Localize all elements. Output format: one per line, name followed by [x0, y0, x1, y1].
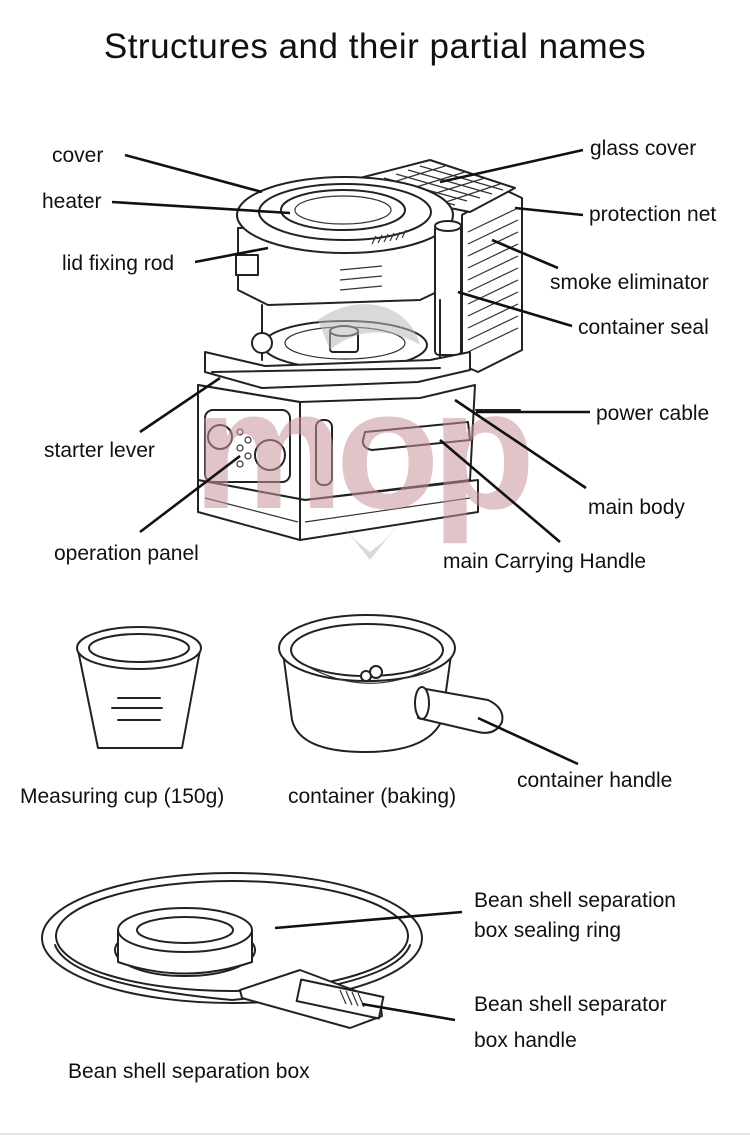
smoke-eliminator-drawing [461, 189, 523, 373]
label-heater: heater [42, 190, 102, 213]
measuring-cup-illustration [76, 626, 202, 749]
label-separator-handle-line1: Bean shell separator [474, 993, 667, 1016]
label-power-cable: power cable [596, 402, 709, 425]
container-illustration [278, 614, 579, 766]
label-container-seal: container seal [578, 316, 709, 339]
leader-separator-handle [361, 1002, 456, 1022]
label-cover: cover [52, 144, 103, 167]
label-separator-handle-line2: box handle [474, 1029, 577, 1052]
label-main-body: main body [588, 496, 685, 519]
watermark: mop [193, 304, 537, 560]
bean-shell-separation-box-illustration [41, 872, 423, 1029]
roaster-machine-illustration [197, 159, 523, 541]
carrying-handle-drawing [361, 421, 471, 451]
leader-sealing-ring [274, 910, 463, 930]
glass-cover-disc [280, 189, 406, 231]
label-container-baking: container (baking) [288, 785, 456, 808]
label-smoke-eliminator: smoke eliminator [550, 271, 709, 294]
svg-text:mop: mop [193, 355, 529, 545]
label-measuring-cup: Measuring cup (150g) [20, 785, 224, 808]
operation-panel-drawing [204, 409, 291, 483]
label-protection-net: protection net [589, 203, 716, 226]
label-glass-cover: glass cover [590, 137, 696, 160]
leader-lines [111, 148, 590, 543]
label-sealing-ring-line2: box sealing ring [474, 919, 621, 942]
label-main-carrying-handle: main Carrying Handle [443, 550, 646, 573]
label-lid-fixing-rod: lid fixing rod [62, 252, 174, 275]
label-container-handle: container handle [517, 769, 672, 792]
label-separation-box: Bean shell separation box [68, 1060, 310, 1083]
label-sealing-ring-line1: Bean shell separation [474, 889, 676, 912]
label-operation-panel: operation panel [54, 542, 199, 565]
label-starter-lever: starter lever [44, 439, 155, 462]
page-title: Structures and their partial names [104, 27, 646, 66]
